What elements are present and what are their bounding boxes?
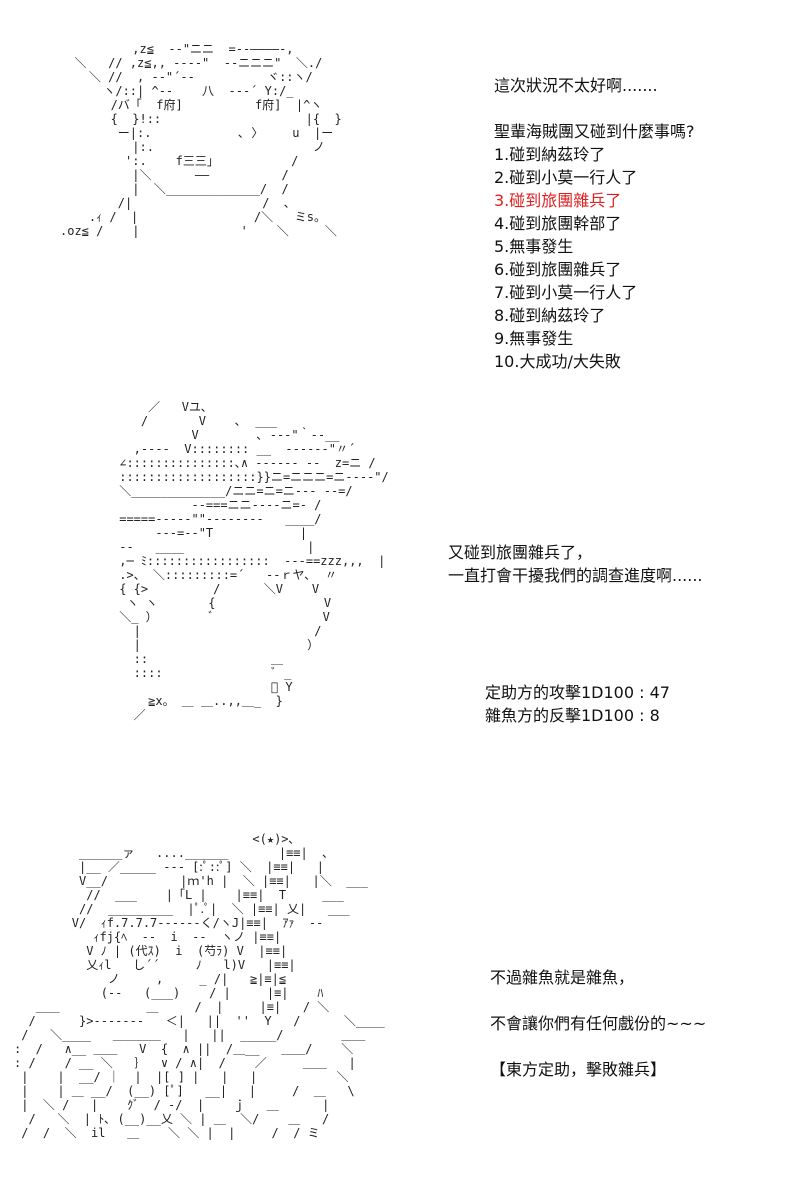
panel-3-text: 不過雜魚就是雜魚， 不會讓你們有任何戲份的~~~ 【東方定助，擊敗雜兵】 xyxy=(490,966,706,1081)
ascii-art-soldier: ／ Vユ､ / V ､ ___ V ､ ‐‐‐"｀‐‐__ ,-‐-‐ V:::… xyxy=(119,400,389,722)
narration-line: 不過雜魚就是雜魚， xyxy=(490,968,635,987)
narration-line xyxy=(490,1035,706,1058)
choice-item: 6.碰到旅團雜兵了 xyxy=(494,260,622,279)
panel-1-line: 聖輩海賊團又碰到什麼事嗎? xyxy=(494,122,695,141)
panel-2-dialogue: 又碰到旅團雜兵了， 一直打會干擾我們的調查進度啊...... xyxy=(448,541,703,587)
dice-roll-line: 定助方的攻擊1D100 : 47 xyxy=(485,683,670,702)
narration-line xyxy=(490,989,706,1012)
ascii-art-character: <(★)>､ ______ァ ....______ |≡≡| ､ |__ ／__… xyxy=(14,832,385,1140)
choice-item: 5.無事發生 xyxy=(494,237,574,256)
ascii-art-face: ,z≦ ‐‐"ニニ =‐‐――――‐, ＼ // ,z≦,, ‐‐‐‐" ‐‐ニ… xyxy=(60,42,342,238)
narration-line: 不會讓你們有任何戲份的~~~ xyxy=(490,1014,707,1033)
dice-roll-line: 雜魚方的反擊1D100 : 8 xyxy=(485,706,660,725)
choice-item: 10.大成功/大失敗 xyxy=(494,352,621,371)
dialogue-line: 一直打會干擾我們的調查進度啊...... xyxy=(448,566,703,585)
panel-1: ,z≦ ‐‐"ニニ =‐‐――――‐, ＼ // ,z≦,, ‐‐‐‐" ‐‐ニ… xyxy=(0,0,800,400)
choice-item: 8.碰到納茲玲了 xyxy=(494,306,606,325)
dialogue-line: 又碰到旅團雜兵了， xyxy=(448,543,593,562)
choice-item: 4.碰到旅團幹部了 xyxy=(494,214,622,233)
panel-1-line: 這次狀況不太好啊....... xyxy=(494,76,658,95)
panel-3: <(★)>､ ______ァ ....______ |≡≡| ､ |__ ／__… xyxy=(0,820,800,1200)
choice-item: 1.碰到納茲玲了 xyxy=(494,145,606,164)
choice-item: 2.碰到小莫一行人了 xyxy=(494,168,638,187)
panel-1-text: 這次狀況不太好啊....... 聖輩海賊團又碰到什麼事嗎? 1.碰到納茲玲了 2… xyxy=(494,74,695,373)
panel-2: ／ Vユ､ / V ､ ___ V ､ ‐‐‐"｀‐‐__ ,-‐-‐ V:::… xyxy=(0,400,800,820)
panel-1-line xyxy=(494,97,695,120)
result-caption: 【東方定助，擊敗雜兵】 xyxy=(490,1060,667,1079)
choice-item: 7.碰到小莫一行人了 xyxy=(494,283,638,302)
choice-item: 9.無事發生 xyxy=(494,329,574,348)
choice-item-selected: 3.碰到旅團雜兵了 xyxy=(494,191,622,210)
panel-2-rolls: 定助方的攻擊1D100 : 47 雜魚方的反擊1D100 : 8 xyxy=(485,681,670,727)
